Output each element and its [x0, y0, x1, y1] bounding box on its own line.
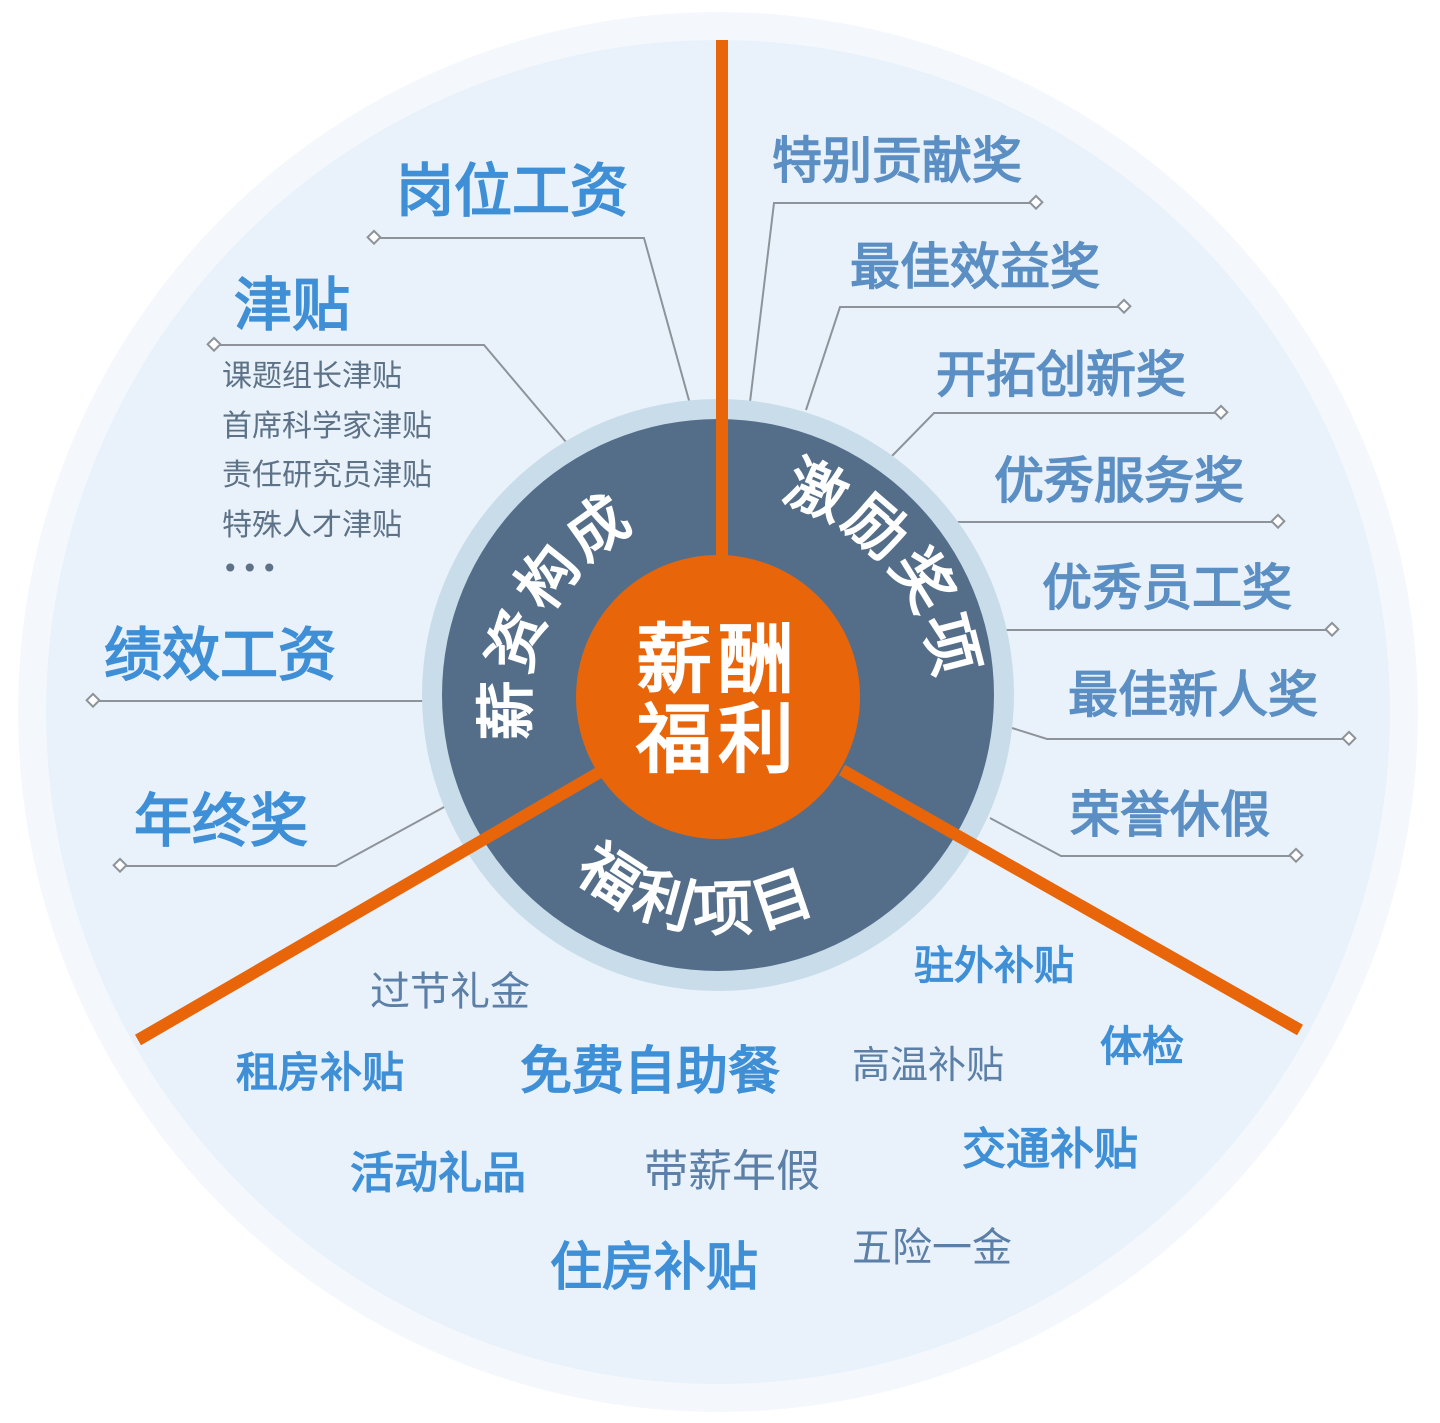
center-title: 薪酬 福利 — [628, 620, 808, 780]
allowance-subitem: 课题组长津贴 — [222, 359, 402, 394]
benefit-paid-leave: 带薪年假 — [644, 1146, 820, 1197]
center-circle — [576, 555, 860, 839]
salary-connectors — [93, 237, 691, 867]
allowance-subitem: 责任研究员津贴 — [222, 458, 432, 493]
benefit-health-check: 体检 — [1100, 1022, 1185, 1071]
benefit-housing-allowance: 住房补贴 — [550, 1238, 759, 1298]
label-post-wage: 岗位工资 — [396, 157, 629, 225]
incentive-item: 最佳效益奖 — [850, 238, 1100, 296]
label-year-end-bonus: 年终奖 — [134, 787, 309, 855]
benefit-social-insurance: 五险一金 — [852, 1225, 1012, 1271]
allowance-subitem: 首席科学家津贴 — [222, 409, 432, 444]
benefit-transport-allowance: 交通补贴 — [962, 1124, 1138, 1175]
incentive-connectors — [749, 202, 1349, 857]
label-allowance: 津贴 — [234, 271, 351, 339]
incentive-item: 开拓创新奖 — [936, 346, 1186, 404]
sector-dividers — [134, 40, 1303, 1046]
benefit-offsite-allowance: 驻外补贴 — [914, 943, 1074, 989]
allowance-more-ellipsis: ••• — [222, 552, 281, 585]
center-title-line2: 福利 — [636, 694, 800, 784]
salary-connector-dots — [85, 229, 382, 874]
incentive-item: 特别贡献奖 — [772, 132, 1022, 190]
allowance-subitem: 特殊人才津贴 — [222, 508, 402, 543]
benefit-free-buffet: 免费自助餐 — [520, 1042, 781, 1102]
incentive-item: 荣誉休假 — [1070, 786, 1270, 844]
benefit-heat-allowance: 高温补贴 — [852, 1043, 1005, 1087]
incentive-item: 优秀员工奖 — [1042, 559, 1292, 617]
incentive-connector-dots — [1028, 194, 1357, 864]
incentive-item: 优秀服务奖 — [994, 452, 1244, 510]
benefit-activity-gifts: 活动礼品 — [350, 1148, 526, 1199]
label-performance-wage: 绩效工资 — [104, 621, 337, 689]
benefit-holiday-gift: 过节礼金 — [370, 969, 530, 1015]
benefit-rent-allowance: 租房补贴 — [236, 1048, 405, 1097]
center-title-line1: 薪酬 — [636, 615, 800, 704]
incentive-item: 最佳新人奖 — [1068, 666, 1318, 724]
